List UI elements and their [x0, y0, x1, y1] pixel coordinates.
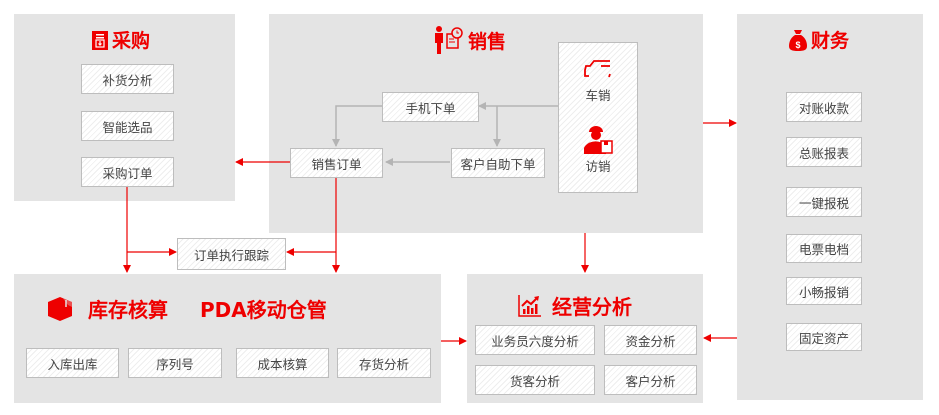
- analysis-item-salesperson[interactable]: 业务员六度分析: [475, 325, 595, 355]
- finance-title-text: 财务: [811, 30, 850, 52]
- item-label: 存货分析: [358, 356, 409, 372]
- finance-item-reconciliation[interactable]: 对账收款: [786, 92, 862, 122]
- item-label: 入库出库: [47, 356, 98, 372]
- procurement-item-smart-selection[interactable]: 智能选品: [81, 111, 174, 141]
- procurement-title-text: 采购: [112, 30, 151, 52]
- finance-item-ledger[interactable]: 总账报表: [786, 137, 862, 167]
- item-label: 采购订单: [102, 165, 153, 181]
- order-tracking-box[interactable]: 订单执行跟踪: [177, 238, 286, 270]
- channel-visit-sales[interactable]: 访销: [583, 126, 613, 175]
- finance-item-expense[interactable]: 小畅报销: [786, 277, 862, 305]
- sales-channels-box: 车销 访销: [558, 42, 638, 193]
- chart-icon: [518, 294, 541, 317]
- procurement-item-purchase-order[interactable]: 采购订单: [81, 157, 174, 187]
- self-order-box[interactable]: 客户自助下单: [451, 148, 545, 178]
- inventory-item-stock-analysis[interactable]: 存货分析: [337, 348, 431, 378]
- finance-title: $ 财务: [789, 26, 849, 53]
- inventory-title: 库存核算 PDA移动仓管: [46, 294, 327, 323]
- item-label: 一键报税: [798, 195, 849, 211]
- inventory-item-cost[interactable]: 成本核算: [236, 348, 329, 378]
- item-label: 智能选品: [102, 119, 153, 135]
- item-label: 手机下单: [405, 100, 456, 116]
- item-label: 电票电档: [798, 242, 849, 257]
- salesperson-icon: [435, 26, 463, 54]
- inventory-panel: [14, 274, 441, 403]
- courier-icon: [584, 126, 613, 154]
- inventory-title-text: 库存核算: [88, 298, 168, 322]
- item-label: 货客分析: [509, 373, 560, 389]
- sales-title: 销售: [434, 26, 506, 54]
- item-label: 固定资产: [798, 330, 849, 346]
- item-label: 资金分析: [625, 333, 676, 349]
- sales-title-text: 销售: [468, 30, 507, 53]
- item-label: 对账收款: [798, 100, 849, 116]
- inventory-item-serial[interactable]: 序列号: [128, 348, 222, 378]
- truck-icon: [584, 60, 611, 78]
- analysis-item-goods-customer[interactable]: 货客分析: [475, 365, 595, 395]
- svg-text:$: $: [795, 40, 800, 50]
- analysis-item-funds[interactable]: 资金分析: [604, 325, 697, 355]
- money-bag-icon: $: [789, 29, 807, 51]
- inventory-subtitle-text: PDA移动仓管: [200, 298, 327, 322]
- item-label: 客户自助下单: [460, 156, 536, 172]
- finance-item-tax[interactable]: 一键报税: [786, 187, 862, 217]
- analysis-item-customer[interactable]: 客户分析: [604, 365, 697, 395]
- procurement-item-replenishment[interactable]: 补货分析: [81, 64, 174, 94]
- procurement-title: 采购: [92, 26, 150, 53]
- channel-truck-sales[interactable]: 车销: [584, 57, 612, 104]
- inventory-item-in-out[interactable]: 入库出库: [26, 348, 119, 378]
- channel-label: 车销: [585, 88, 611, 103]
- item-label: 业务员六度分析: [491, 333, 579, 349]
- item-label: 序列号: [156, 356, 194, 372]
- finance-item-fixed-assets[interactable]: 固定资产: [786, 323, 862, 351]
- item-label: 小畅报销: [798, 284, 849, 300]
- finance-item-e-invoice[interactable]: 电票电档: [786, 234, 862, 263]
- clipboard-download-icon: [92, 30, 108, 50]
- item-label: 订单执行跟踪: [193, 247, 269, 263]
- analysis-title: 经营分析: [518, 291, 632, 320]
- analysis-title-text: 经营分析: [552, 295, 632, 319]
- item-label: 补货分析: [102, 72, 153, 88]
- channel-label: 访销: [585, 159, 611, 174]
- box-icon: [48, 296, 72, 321]
- item-label: 客户分析: [625, 373, 676, 389]
- sales-order-box[interactable]: 销售订单: [290, 148, 383, 178]
- item-label: 成本核算: [257, 356, 308, 372]
- item-label: 总账报表: [798, 145, 849, 161]
- item-label: 销售订单: [311, 156, 362, 172]
- mobile-order-box[interactable]: 手机下单: [382, 92, 479, 122]
